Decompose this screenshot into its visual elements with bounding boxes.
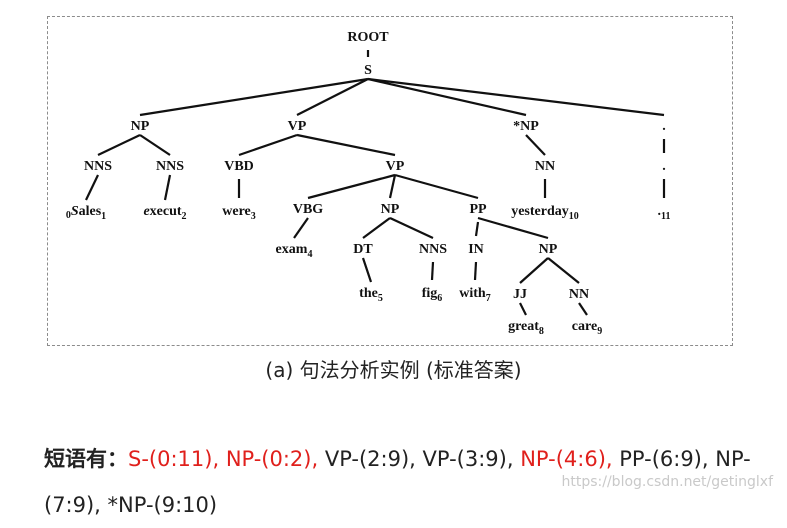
tree-word: the5 — [359, 286, 383, 304]
tree-node-label: DT — [353, 242, 373, 257]
tree-word: fig6 — [422, 286, 443, 304]
tree-node-label: *NP — [513, 119, 539, 134]
tree-edge — [296, 78, 369, 116]
tree-edge — [547, 257, 580, 284]
tree-word: yesterday10 — [511, 204, 579, 222]
tree-node-label: VBG — [293, 202, 323, 217]
tree-edge — [85, 174, 99, 201]
tree-node-label: NP — [131, 119, 150, 134]
tree-edge — [139, 134, 171, 156]
tree-edge — [296, 133, 396, 157]
tree-node-label: NP — [539, 242, 558, 257]
tree-node-label: NNS — [156, 159, 184, 174]
tree-edge — [367, 77, 527, 117]
tree-node-label: NN — [569, 287, 589, 302]
figure-caption: (a) 句法分析实例 (标准答案) — [265, 358, 522, 382]
tree-node-label: VBD — [224, 159, 254, 174]
tree-edge — [525, 134, 546, 156]
phrase-items: S-(0:11), NP-(0:2), VP-(2:9), VP-(3:9), … — [44, 447, 751, 517]
phrase-item: S-(0:11), — [128, 447, 226, 471]
tree-edge — [477, 216, 549, 240]
tree-edge — [97, 134, 141, 156]
tree-edge — [163, 174, 172, 201]
tree-edge — [367, 77, 665, 117]
tree-edge — [519, 257, 549, 284]
tree-edge — [361, 257, 373, 283]
tree-node-label: NNS — [84, 159, 112, 174]
phrase-item: NP-(4:6), — [520, 447, 620, 471]
tree-word: exam4 — [276, 242, 313, 260]
tree-word: care9 — [572, 319, 602, 337]
tree-node-label: IN — [468, 242, 484, 257]
tree-edge — [473, 261, 478, 281]
tree-word: 0Sales1 — [66, 204, 106, 222]
tree-word: were3 — [222, 204, 256, 222]
tree-word: execut2 — [143, 204, 186, 222]
tree-edge — [238, 133, 298, 157]
phrase-item: PP-(6:9), — [619, 447, 716, 471]
tree-node-label: VP — [288, 119, 307, 134]
phrase-list: 短语有：S-(0:11), NP-(0:2), VP-(2:9), VP-(3:… — [44, 436, 779, 528]
tree-node-label: ROOT — [347, 30, 389, 45]
tree-node-label: S — [364, 63, 372, 78]
phrase-item: VP-(3:9), — [422, 447, 521, 471]
parse-tree: ROOT S NP VP *NP. NNS NNS VBD VP NN. 0Sales1 execut… — [66, 30, 671, 337]
tree-edge — [307, 173, 396, 200]
tree-node-label: NNS — [419, 242, 447, 257]
tree-edge — [139, 77, 369, 117]
tree-node-label: PP — [469, 202, 487, 217]
phrase-item: *NP-(9:10) — [107, 493, 218, 517]
tree-node-label: NN — [535, 159, 555, 174]
tree-edge — [394, 173, 479, 200]
tree-node-label: NP — [381, 202, 400, 217]
tree-edge — [293, 217, 309, 239]
phrase-item: VP-(2:9), — [324, 447, 423, 471]
tree-edge — [389, 217, 434, 239]
tree-node-label: . — [662, 159, 666, 174]
tree-edge — [430, 261, 435, 281]
phrase-list-lead: 短语有： — [44, 447, 128, 471]
watermark: https://blog.csdn.net/getinglxf — [561, 474, 774, 490]
parse-tree-frame: ROOT S NP VP *NP. NNS NNS VBD VP NN. 0Sales1 execut… — [47, 16, 733, 346]
tree-node-label: JJ — [513, 287, 527, 302]
tree-word: great8 — [508, 319, 544, 337]
tree-word: with7 — [459, 286, 490, 304]
tree-node-label: VP — [386, 159, 405, 174]
tree-edge — [578, 302, 588, 316]
tree-word: .11 — [658, 204, 671, 222]
phrase-item: NP-(0:2), — [225, 447, 325, 471]
tree-node-label: . — [662, 119, 666, 134]
tree-edge — [388, 174, 397, 199]
tree-edge — [362, 217, 391, 239]
tree-edge — [519, 302, 527, 316]
tree-edge — [474, 221, 480, 237]
